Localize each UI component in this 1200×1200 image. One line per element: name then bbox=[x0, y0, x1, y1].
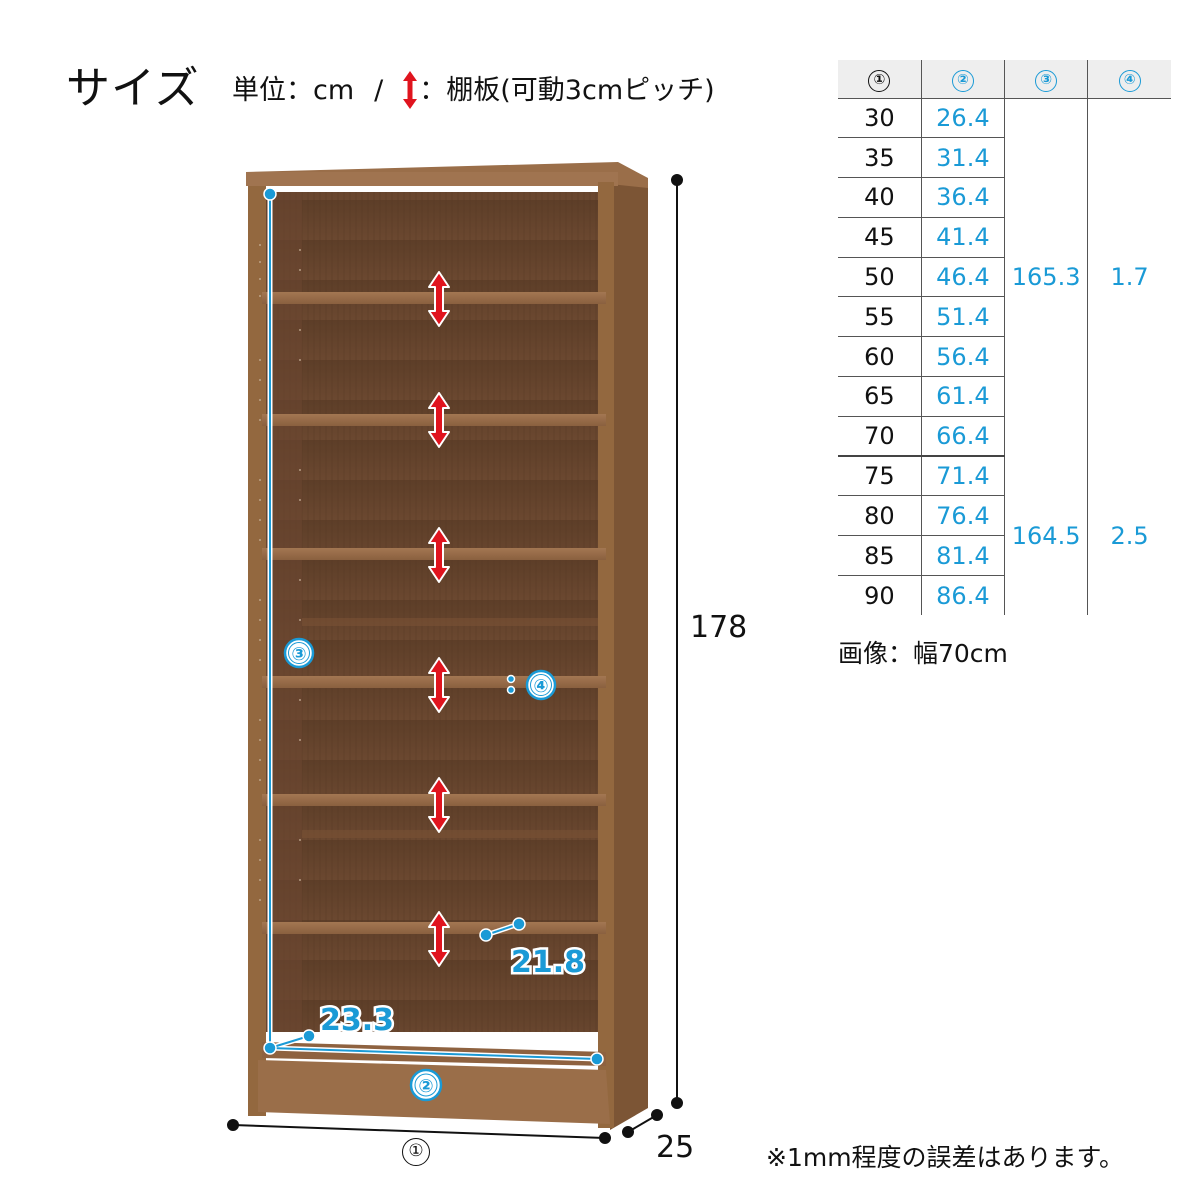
adjustable-shelf-arrows bbox=[428, 271, 450, 967]
header-shelf-thickness: ④ bbox=[1087, 60, 1171, 99]
unit-legend: 単位：cm / ：棚板(可動3cmピッチ) bbox=[232, 68, 715, 109]
marker-inner-height: ③ bbox=[283, 637, 315, 669]
width-marker: ① bbox=[402, 1138, 430, 1166]
height-dimension-label: 178 bbox=[690, 610, 748, 645]
shelf-thickness-group-1: 1.7 bbox=[1087, 98, 1171, 457]
inner-height-group-2: 164.5 bbox=[1003, 456, 1088, 616]
depth-dimension-label: 25 bbox=[656, 1130, 695, 1165]
back-panel bbox=[266, 192, 598, 1032]
svg-text:④: ④ bbox=[533, 676, 548, 697]
marker-shelf-thickness: ④ bbox=[525, 669, 557, 701]
unit-label: 単位：cm bbox=[232, 75, 355, 106]
svg-text:②: ② bbox=[418, 1076, 433, 1097]
tolerance-note: ※1mm程度の誤差はあります。 bbox=[766, 1143, 1125, 1172]
arrow-legend: ：棚板(可動3cmピッチ) bbox=[419, 75, 715, 106]
shelf-thickness-group-2: 2.5 bbox=[1087, 456, 1171, 616]
header-inner-height: ③ bbox=[1003, 60, 1088, 99]
frame-left bbox=[248, 186, 266, 1116]
page-title: サイズ bbox=[66, 63, 200, 114]
inner-depth-label: 23.3 bbox=[320, 1003, 394, 1038]
frame-right bbox=[598, 182, 614, 1128]
inner-height-group-1: 165.3 bbox=[1003, 98, 1088, 457]
table-header-row: ① ② ③ ④ bbox=[838, 60, 1171, 99]
shelf-depth-label: 21.8 bbox=[511, 945, 585, 980]
side-panel bbox=[610, 180, 648, 1130]
double-arrow-icon bbox=[403, 71, 418, 109]
header-inner-width: ② bbox=[920, 60, 1005, 99]
svg-text:③: ③ bbox=[291, 644, 306, 665]
marker-inner-width: ② bbox=[409, 1068, 443, 1102]
header-width: ① bbox=[838, 60, 922, 99]
image-width-note: 画像：幅70cm bbox=[838, 639, 1008, 668]
separator: / bbox=[374, 75, 384, 106]
